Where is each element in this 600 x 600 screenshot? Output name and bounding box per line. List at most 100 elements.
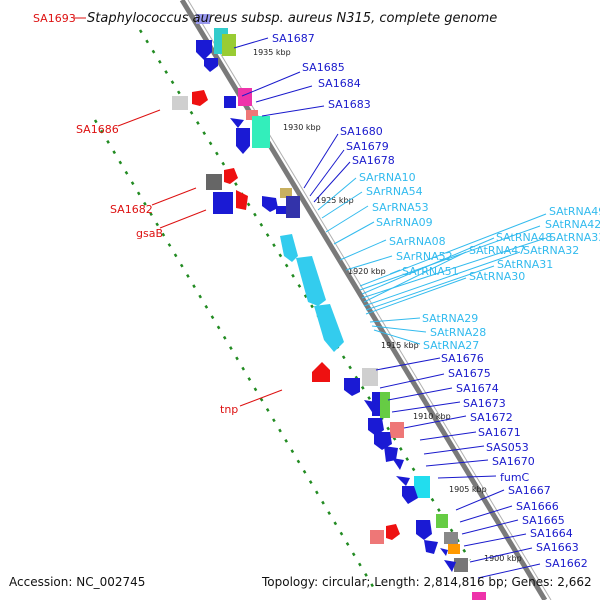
gene-box[interactable]	[472, 592, 486, 600]
rna-label[interactable]: SAtRNA33	[549, 231, 600, 244]
gene-box[interactable]	[196, 14, 210, 24]
gene-box[interactable]	[390, 422, 404, 438]
gene-label[interactable]: SA1673	[463, 397, 506, 410]
gene-label[interactable]: SA1687	[272, 32, 315, 45]
gene-box[interactable]	[280, 188, 292, 198]
gene-box[interactable]	[362, 368, 378, 386]
leader-line	[463, 533, 527, 547]
gene-box[interactable]	[246, 110, 258, 120]
gene-label[interactable]: SA1671	[478, 426, 521, 439]
gene-label[interactable]: fumC	[500, 471, 530, 484]
rna-label[interactable]: SArRNA08	[389, 235, 446, 248]
gene-arrow[interactable]	[402, 486, 418, 504]
gene-arrow[interactable]	[424, 540, 438, 554]
gene-arrow[interactable]	[416, 520, 432, 540]
gene-label[interactable]: SA1693	[33, 12, 76, 25]
gene-label[interactable]: SA1680	[340, 125, 383, 138]
gene-arrow[interactable]	[230, 118, 244, 128]
gene-label[interactable]: tnp	[220, 403, 238, 416]
gene-label[interactable]: SA1678	[352, 154, 395, 167]
gene-arrow[interactable]	[262, 196, 278, 212]
gene-label[interactable]: SA1676	[441, 352, 484, 365]
gene-arrow[interactable]	[396, 476, 410, 486]
rna-label[interactable]: SAtRNA47	[469, 244, 525, 257]
gene-box[interactable]	[454, 558, 468, 572]
gene-arrow[interactable]	[440, 548, 448, 556]
rna-label[interactable]: SArRNA51	[402, 265, 459, 278]
gene-arrow[interactable]	[192, 90, 208, 106]
gene-label[interactable]: SA1686	[76, 123, 119, 136]
gene-box[interactable]	[252, 116, 270, 148]
gene-arrow[interactable]	[236, 128, 250, 154]
gene-label[interactable]: SA1663	[536, 541, 579, 554]
gene-box[interactable]	[286, 196, 300, 218]
leader-line	[117, 109, 161, 127]
gene-arrow[interactable]	[386, 524, 400, 540]
rna-gene[interactable]	[314, 304, 344, 352]
gene-arrow[interactable]	[204, 58, 218, 72]
gene-label[interactable]: SA1666	[516, 500, 559, 513]
gene-label[interactable]: SA1679	[346, 140, 389, 153]
gene-arrow[interactable]	[392, 458, 404, 470]
gene-label[interactable]: SA1674	[456, 382, 499, 395]
gene-arrow[interactable]	[236, 190, 248, 210]
rna-label[interactable]: SAtRNA28	[430, 326, 486, 339]
leader-line	[419, 431, 477, 441]
leader-line	[261, 105, 325, 117]
rna-gene[interactable]	[296, 256, 326, 306]
gene-label[interactable]: SA1682	[110, 203, 153, 216]
rna-gene[interactable]	[280, 234, 298, 262]
leader-line	[309, 149, 345, 197]
rna-label[interactable]: SArRNA09	[376, 216, 433, 229]
rna-label[interactable]: SArRNA54	[366, 185, 423, 198]
gene-arrow[interactable]	[374, 432, 392, 450]
gene-label[interactable]: SA1684	[318, 77, 361, 90]
rna-label[interactable]: SAtRNA30	[469, 270, 525, 283]
gene-arrow[interactable]	[276, 206, 286, 214]
gene-arrow[interactable]	[344, 378, 360, 396]
rna-label[interactable]: SArRNA53	[372, 201, 429, 214]
gene-box[interactable]	[436, 514, 448, 528]
rna-label[interactable]: SAtRNA29	[422, 312, 478, 325]
gene-label[interactable]: SA1664	[530, 527, 573, 540]
gene-box[interactable]	[224, 96, 236, 108]
gene-label[interactable]: gsaB	[136, 227, 163, 240]
rna-label[interactable]: SAtRNA27	[423, 339, 479, 352]
leader-line	[391, 401, 461, 413]
rna-label[interactable]: SAtRNA48	[496, 231, 552, 244]
gene-box[interactable]	[172, 96, 188, 110]
gene-arrow[interactable]	[224, 168, 238, 184]
gene-label[interactable]: SA1667	[508, 484, 551, 497]
gene-box[interactable]	[380, 392, 390, 418]
gene-box[interactable]	[238, 88, 252, 106]
gene-arrow[interactable]	[196, 40, 212, 60]
gene-arrow[interactable]	[444, 560, 456, 572]
gene-box[interactable]	[414, 476, 430, 498]
gene-box[interactable]	[206, 174, 222, 190]
rna-label[interactable]: SAtRNA32	[523, 244, 579, 257]
gene-arrow[interactable]	[312, 362, 330, 382]
gene-box[interactable]	[444, 532, 458, 544]
gene-label[interactable]: SA1670	[492, 455, 535, 468]
gene-label[interactable]: SA1665	[522, 514, 565, 527]
rna-label[interactable]: SAtRNA42	[545, 218, 600, 231]
gene-label[interactable]: SA1672	[470, 411, 513, 424]
gene-arrow[interactable]	[368, 418, 384, 436]
gene-label[interactable]: SA1685	[302, 61, 345, 74]
leader-line	[159, 209, 207, 229]
gene-box[interactable]	[222, 34, 236, 56]
gene-arrow[interactable]	[364, 400, 376, 412]
rna-label[interactable]: SArRNA10	[359, 171, 416, 184]
gene-label[interactable]: SA1662	[545, 557, 588, 570]
gene-box[interactable]	[448, 544, 460, 554]
rna-label[interactable]: SAtRNA49	[549, 205, 600, 218]
gene-box[interactable]	[370, 530, 384, 544]
rna-label[interactable]: SAtRNA31	[497, 258, 553, 271]
gene-label[interactable]: SA1675	[448, 367, 491, 380]
gene-box[interactable]	[213, 192, 233, 214]
leader-line	[359, 213, 547, 287]
gene-label[interactable]: SAS053	[486, 441, 529, 454]
rna-label[interactable]: SArRNA52	[396, 250, 453, 263]
gene-arrow[interactable]	[384, 446, 398, 462]
gene-label[interactable]: SA1683	[328, 98, 371, 111]
